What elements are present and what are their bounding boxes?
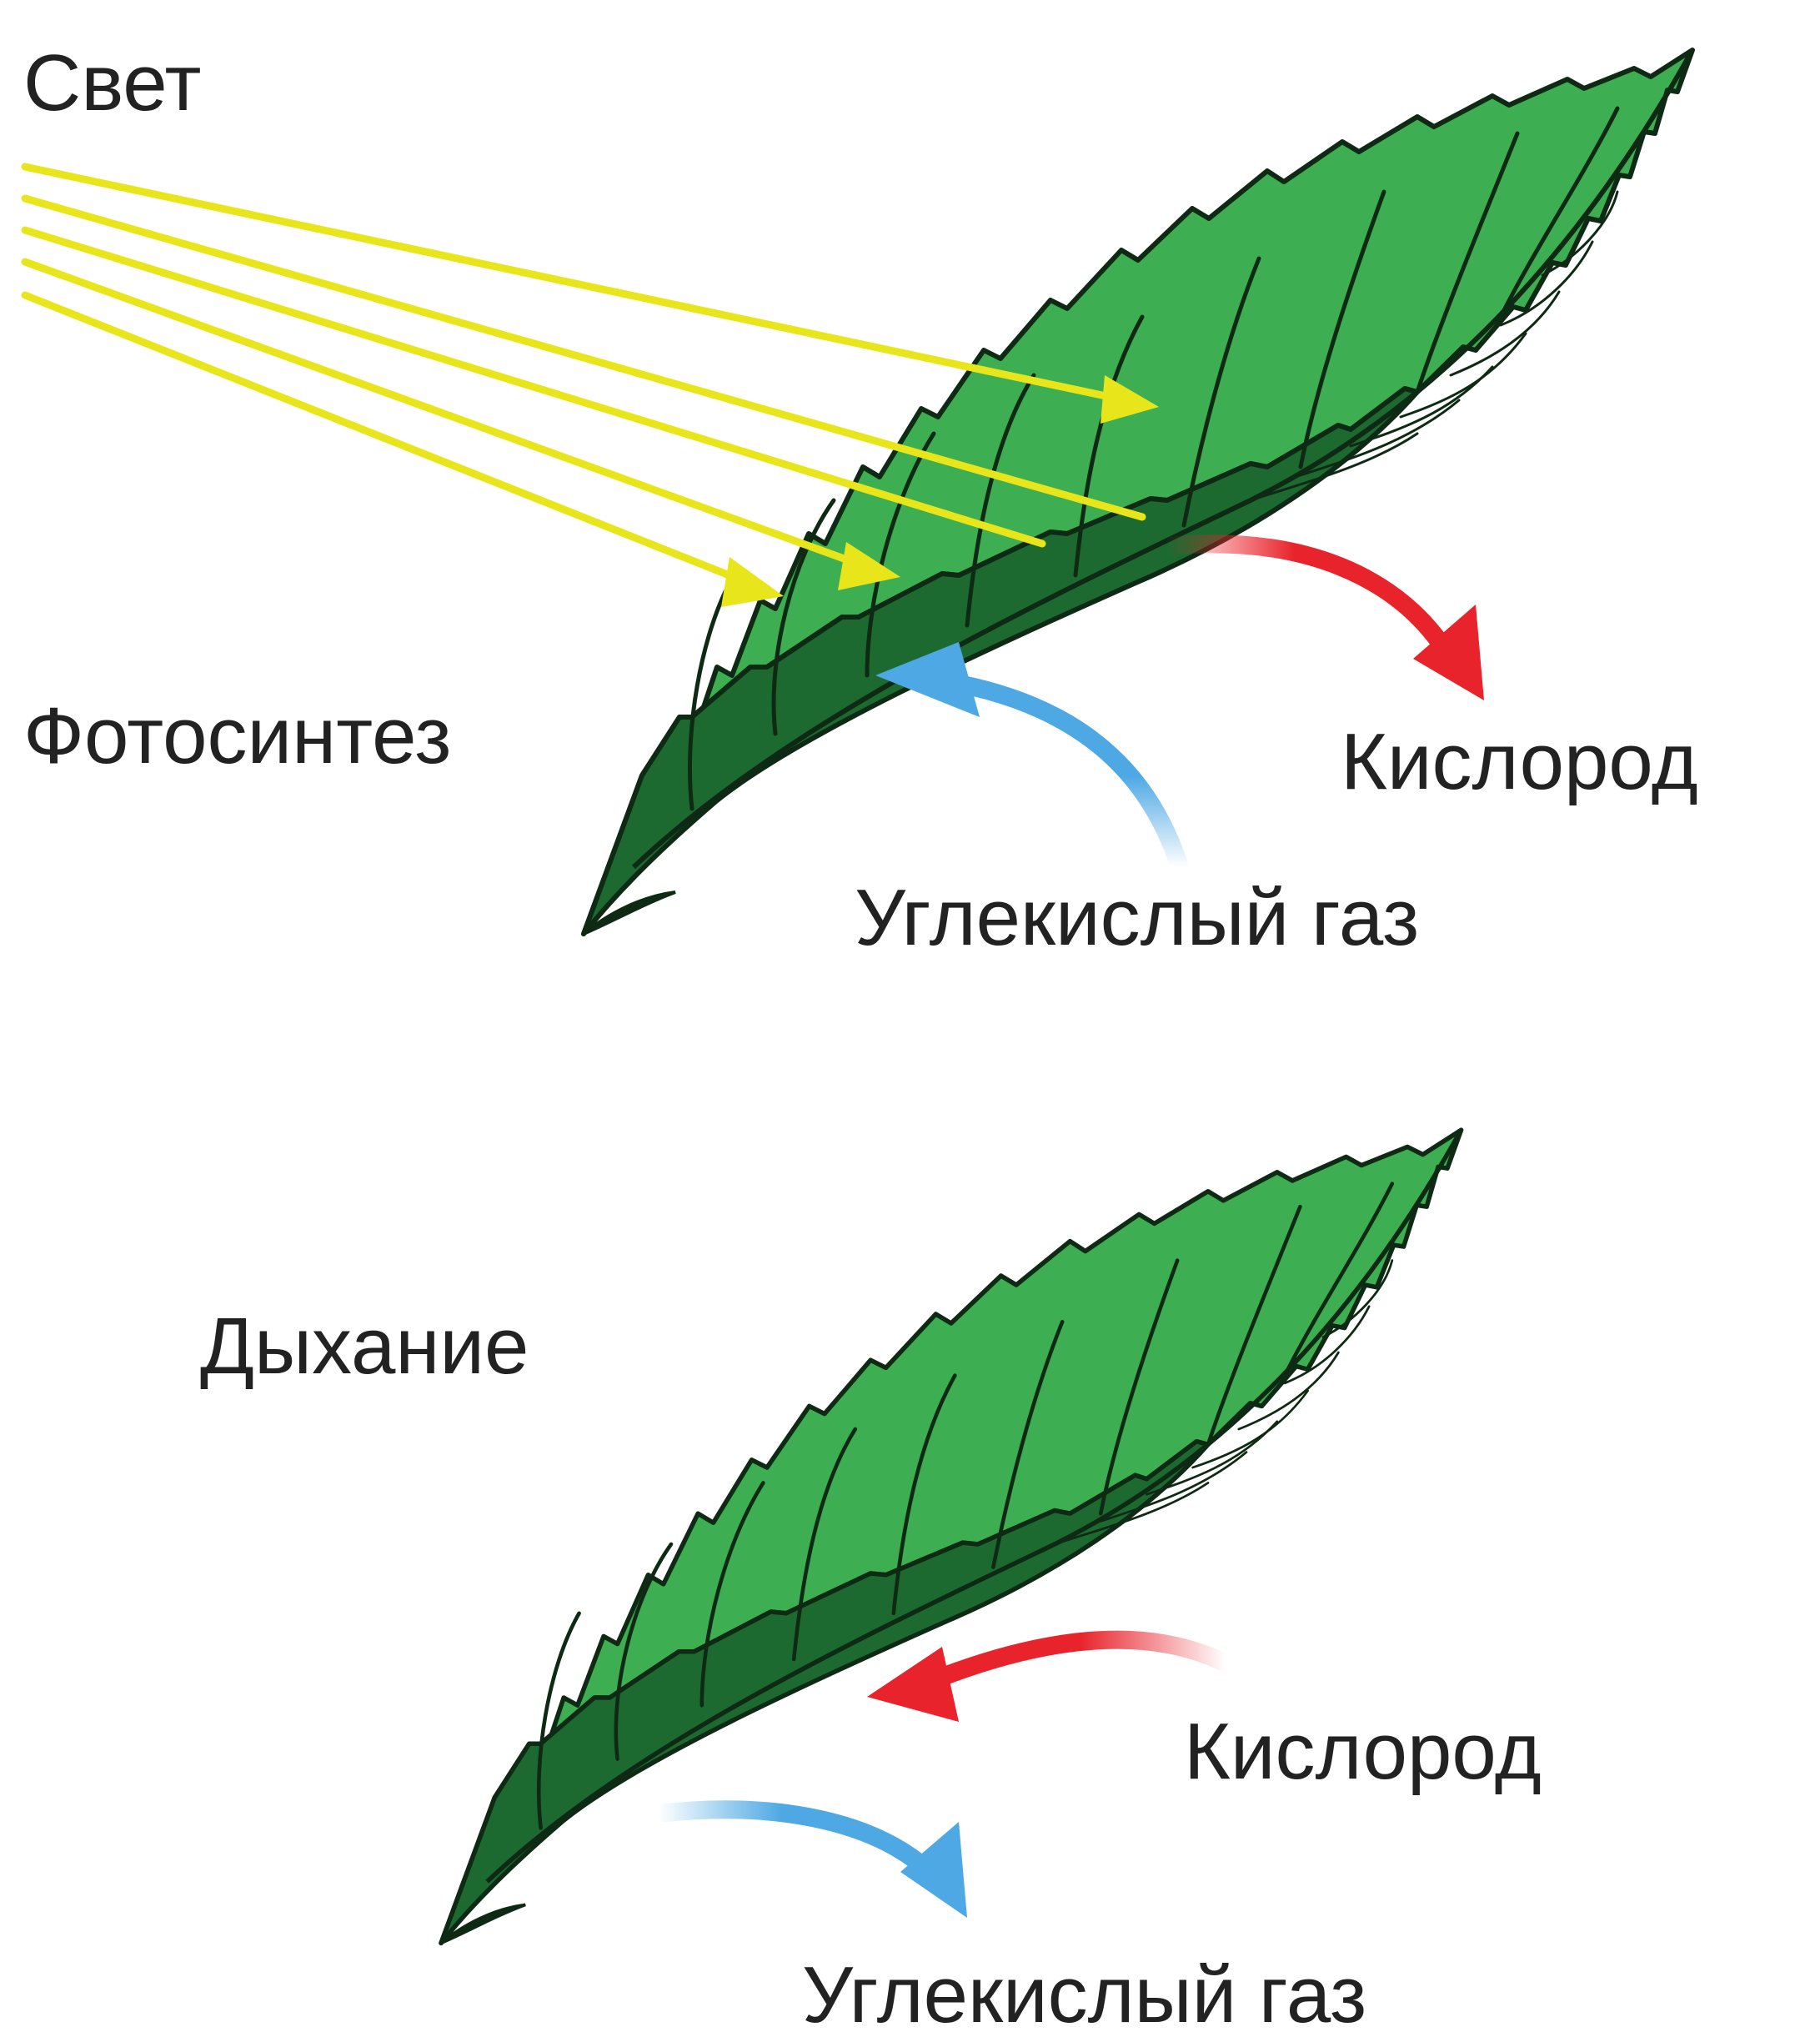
light-label: Свет xyxy=(23,38,201,128)
respiration-panel: Дыхание Кислород Углекислый газ xyxy=(200,1130,1542,2037)
oxygen-arrow xyxy=(1167,544,1484,700)
oxygen-label-bottom: Кислород xyxy=(1184,1707,1542,1796)
co2-arrow xyxy=(659,1809,967,1918)
leaf-icon xyxy=(441,1130,1462,1943)
respiration-label: Дыхание xyxy=(200,1302,529,1391)
light-ray-arrow xyxy=(25,262,900,590)
co2-arrow xyxy=(875,642,1180,867)
light-ray-arrow xyxy=(25,198,1142,517)
oxygen-label-top: Кислород xyxy=(1341,717,1698,806)
photosynthesis-label: Фотосинтез xyxy=(23,691,451,780)
oxygen-arrow xyxy=(867,1640,1226,1722)
co2-label-bottom: Углекислый газ xyxy=(802,1950,1366,2037)
photosynthesis-panel: Свет Фотосинтез Кислород Углекислый газ xyxy=(23,38,1698,962)
co2-label-top: Углекислый газ xyxy=(855,873,1419,962)
light-ray-arrow xyxy=(25,295,784,607)
